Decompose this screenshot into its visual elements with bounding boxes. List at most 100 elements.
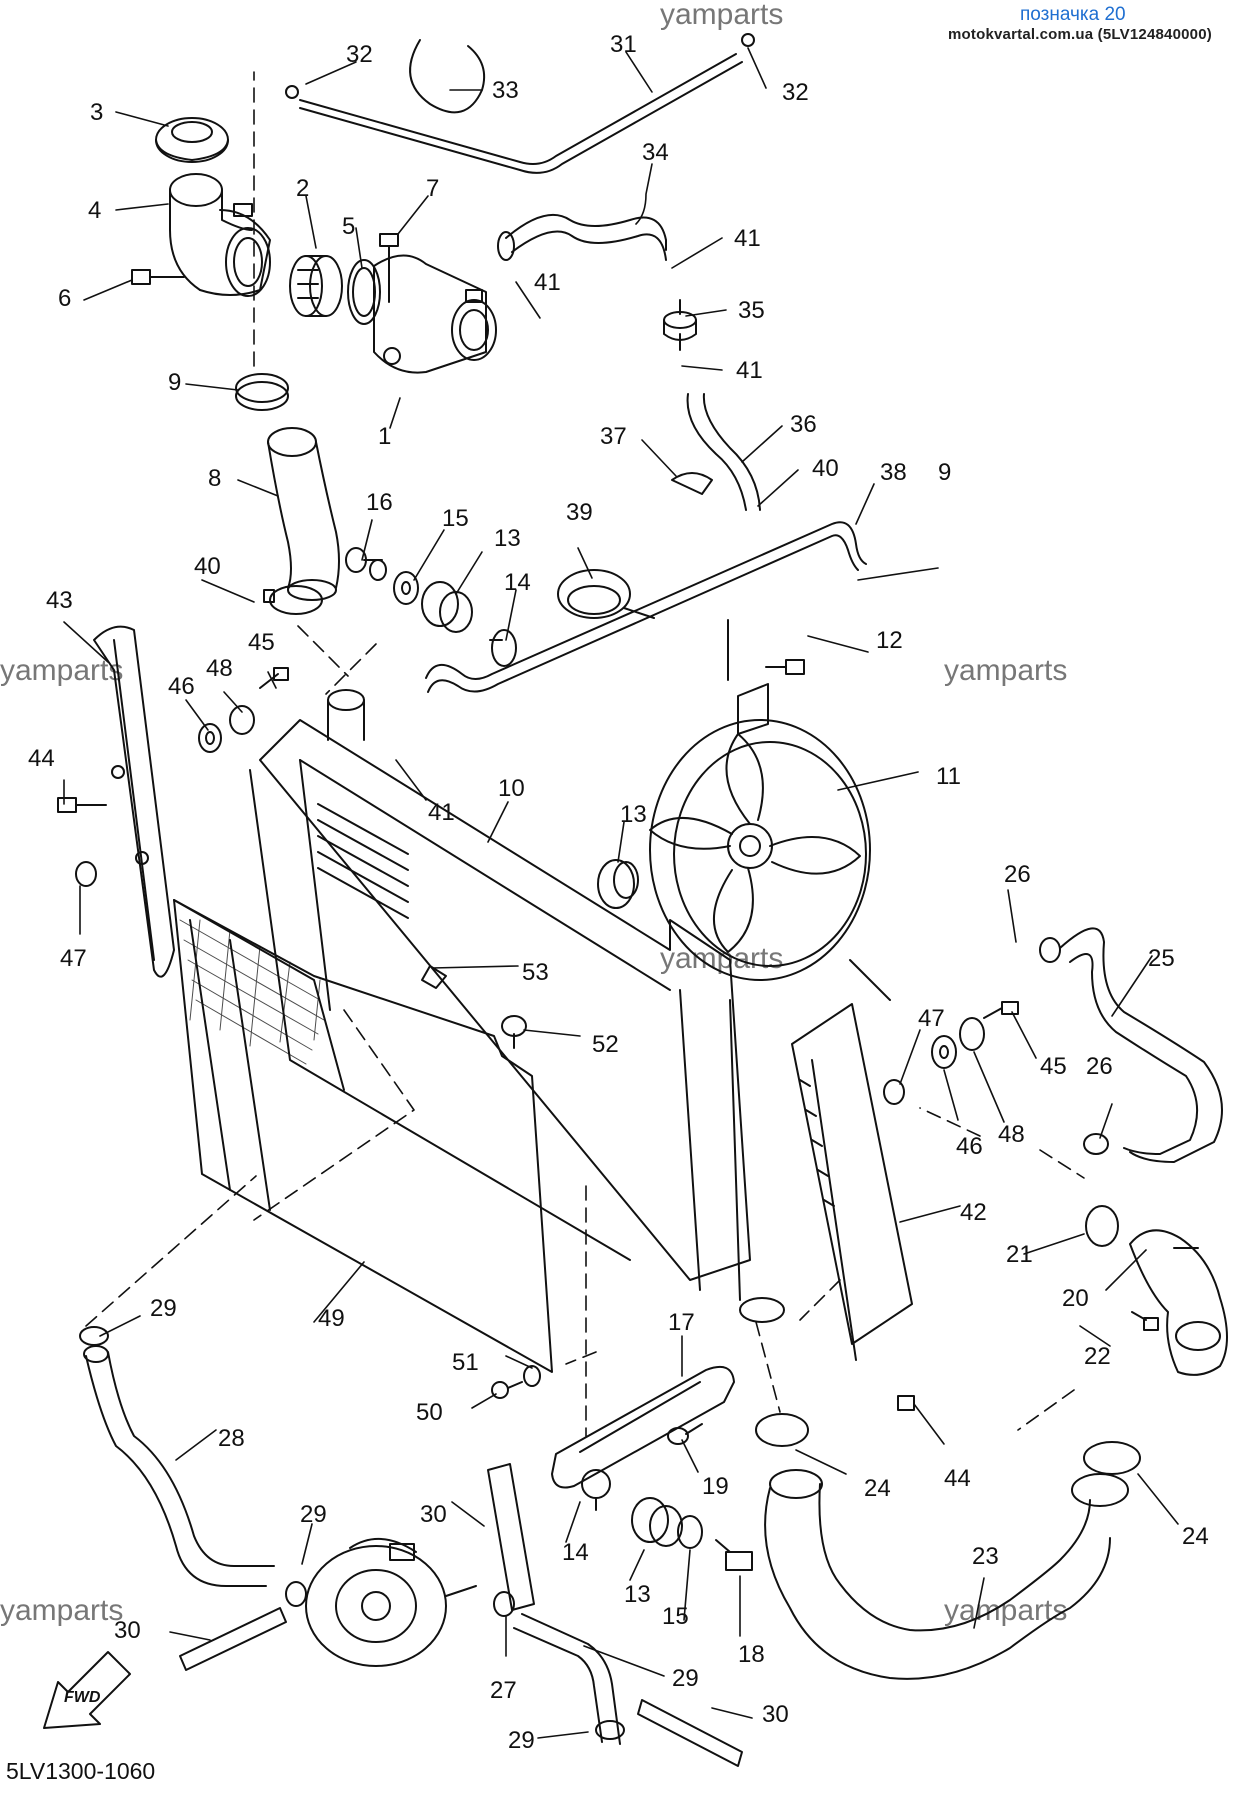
bolt-7 [379,233,399,303]
upper-hose-8 [267,427,340,601]
collar-15b [677,1515,703,1549]
part-number-label: 39 [566,499,593,526]
radiator-cap [155,117,229,163]
bolt-44b [897,1395,915,1411]
damper-13b [597,859,639,909]
damper-48b [959,1017,985,1051]
part-number-label: 40 [812,455,839,482]
part-number-label: 34 [642,139,669,166]
collar-46b [931,1035,957,1069]
watermark: yamparts [0,1594,123,1627]
part-number-label: 29 [300,1501,327,1528]
part-number-label: 13 [620,801,647,828]
part-number-label: 35 [738,297,765,324]
radiator-10 [249,689,785,1323]
part-number-label: 15 [662,1603,689,1630]
clip-33 [409,39,486,114]
part-number-label: 45 [1040,1053,1067,1080]
bolt-45b [983,1001,1019,1019]
part-number-label: 48 [206,655,233,682]
diagram-code: 5LV1300-1060 [6,1758,156,1784]
part-number-label: 26 [1004,861,1031,888]
damper-13 [421,581,473,633]
hose-28 [83,1345,275,1587]
part-number-label: 48 [998,1121,1025,1148]
part-number-label: 29 [150,1295,177,1322]
part-number-label: 20 [1062,1285,1089,1312]
watermark: yamparts [944,1594,1067,1627]
damper-48 [229,705,255,735]
collar-47b [883,1079,905,1105]
clamp-29 [79,1326,625,1740]
oil-cooler [305,1537,477,1667]
fwd-label: FWD [64,1689,101,1706]
part-number-label: 24 [1182,1523,1209,1550]
watermark: yamparts [944,654,1067,687]
clamp-26 [1039,937,1109,1155]
collar-14b [581,1469,611,1511]
lower-hose-23 [764,1469,1129,1680]
part-number-label: 37 [600,423,627,450]
bolt-18 [715,1539,753,1571]
part-number-label: 44 [944,1465,971,1492]
part-number-label: 27 [490,1677,517,1704]
part-number-label: 13 [494,525,521,552]
part-number-label: 18 [738,1641,765,1668]
bolt-50 [491,1381,523,1399]
part-number-label: 25 [1148,945,1175,972]
bracket-30 [179,1463,743,1767]
collar-14 [489,629,517,667]
part-number-label: 41 [736,357,763,384]
thermostat [289,255,343,317]
reference-label: позначка 20 [1020,4,1126,25]
clamp-32 [285,33,755,99]
hose-25 [1059,927,1223,1163]
part-number-label: 4 [88,197,101,224]
hose-36 [686,393,761,511]
bolt-16 [345,547,387,581]
part-number-label: 52 [592,1031,619,1058]
part-number-label: 19 [702,1473,729,1500]
collar-47 [75,861,97,887]
part-number-label: 50 [416,1399,443,1426]
part-number-label: 51 [452,1349,479,1376]
filler-neck [169,173,271,297]
part-number-label: 30 [114,1617,141,1644]
fwd-arrow-icon: FWD [43,1651,131,1729]
fitting-35 [663,299,697,351]
part-number-label: 3 [90,99,103,126]
bolt-44 [57,797,107,813]
hose-27 [513,1613,621,1745]
bolt-22 [1131,1311,1159,1331]
part-number-label: 41 [534,269,561,296]
part-number-label: 41 [428,799,455,826]
part-number-label: 7 [426,175,439,202]
hose-clamp-9 [235,373,289,411]
part-number-label: 46 [168,673,195,700]
part-number-label: 17 [668,1309,695,1336]
part-number-label: 53 [522,959,549,986]
washer-51 [523,1365,541,1387]
part-number-label: 9 [938,459,951,486]
part-number-label: 46 [956,1133,983,1160]
part-number-label: 30 [762,1701,789,1728]
damper-13c [631,1497,683,1547]
bolt-19 [667,1423,703,1445]
part-number-label: 13 [624,1581,651,1608]
part-number-label: 5 [342,213,355,240]
part-number-label: 24 [864,1475,891,1502]
bracket-53 [421,965,447,989]
part-number-label: 21 [1006,1241,1033,1268]
part-number-label: 8 [208,465,221,492]
part-number-label: 41 [734,225,761,252]
part-number-label: 16 [366,489,393,516]
site-caption: motokvartal.com.ua (5LV124840000) [948,26,1212,43]
part-number-label: 32 [346,41,373,68]
o-ring-21 [1085,1205,1119,1247]
part-number-label: 30 [420,1501,447,1528]
side-cover-42 [791,1003,913,1361]
part-number-label: 12 [876,627,903,654]
part-number-label: 43 [46,587,73,614]
part-number-label: 40 [194,553,221,580]
hose-clamp-9b [263,585,323,615]
